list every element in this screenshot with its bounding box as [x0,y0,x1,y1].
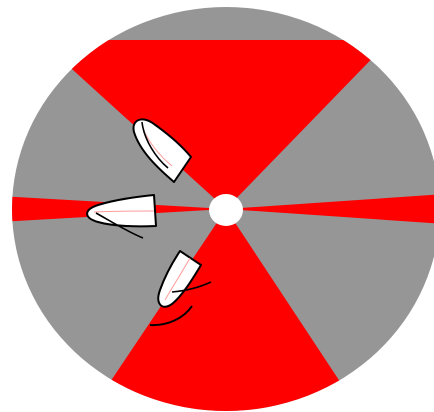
center-hub [209,194,243,226]
